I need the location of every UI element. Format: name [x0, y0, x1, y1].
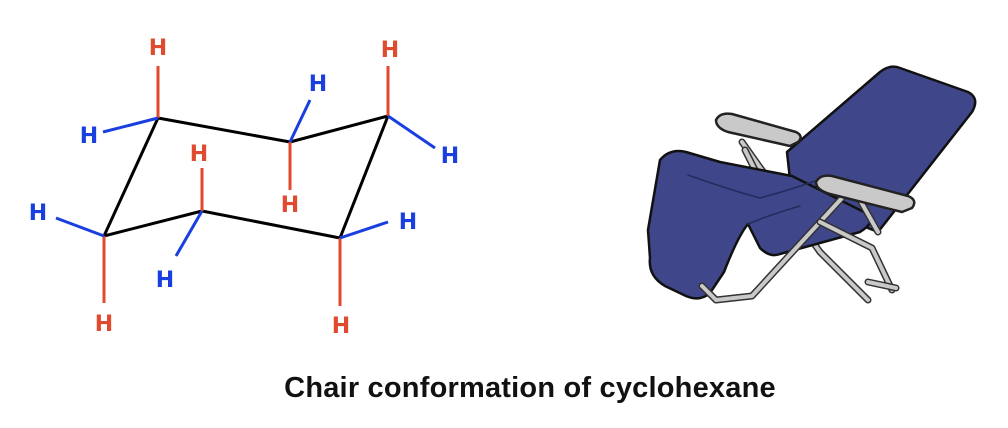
h-label: H [95, 312, 113, 337]
ring-bond-left [102, 117, 160, 237]
equatorial-bonds [55, 99, 436, 257]
h-label: H [441, 144, 459, 169]
chair-frame-front [698, 194, 900, 304]
h-label: H [80, 124, 98, 149]
equatorial-bond-c1 [102, 116, 159, 134]
ring-bond-right [338, 115, 390, 239]
equatorial-bond-c6 [339, 220, 389, 240]
h-label: H [29, 201, 47, 226]
ring-bond-back [157, 114, 389, 144]
h-label: H [309, 72, 327, 97]
equatorial-bond-c5 [55, 216, 105, 238]
axial-bonds [102, 66, 390, 306]
equatorial-hydrogens: H H H H H H [29, 72, 459, 293]
h-label: H [190, 142, 208, 167]
diagram-caption: Chair conformation of cyclohexane [284, 372, 776, 404]
equatorial-bond-c4 [174, 210, 204, 257]
h-label: H [381, 38, 399, 63]
h-label: H [281, 193, 299, 218]
axial-hydrogens: H H H H H H [95, 36, 399, 339]
h-label: H [399, 210, 417, 235]
h-label: H [156, 268, 174, 293]
cyclohexane-chair-molecule: H H H H H H H H H H H H [29, 36, 459, 339]
equatorial-bond-c3 [387, 114, 436, 150]
chair-armrest-left [714, 112, 802, 148]
folding-lounge-chair-icon [646, 65, 977, 304]
equatorial-bond-c2 [288, 99, 312, 143]
chair-seat-fabric [646, 149, 872, 300]
chair-fabric-folds [687, 174, 819, 225]
h-label: H [332, 314, 350, 339]
ring-bonds [102, 114, 390, 240]
ring-bond-front [103, 209, 341, 240]
h-label: H [149, 36, 167, 61]
chair-armrest-right [814, 174, 916, 214]
